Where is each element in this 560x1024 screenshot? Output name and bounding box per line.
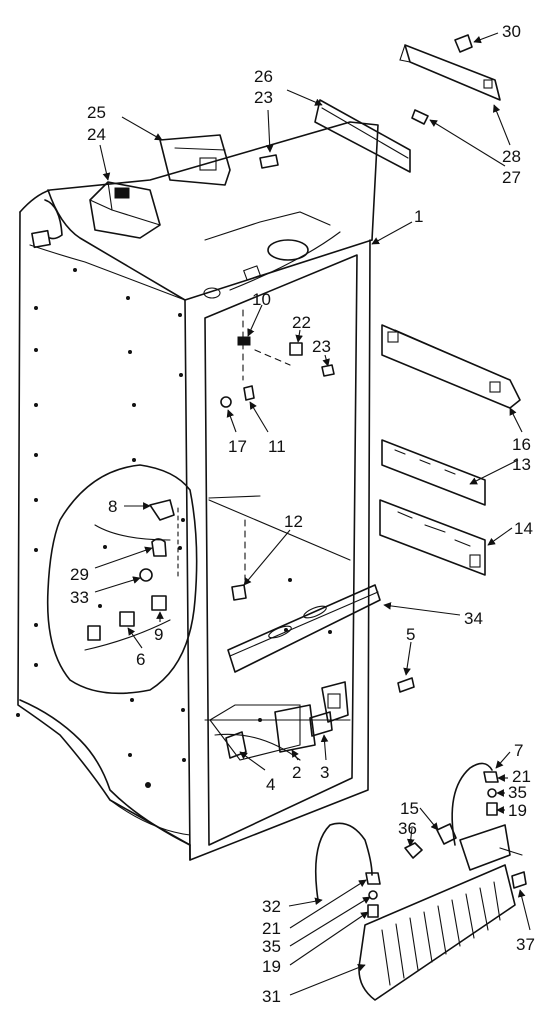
- part-37-screw: [511, 871, 527, 889]
- part-21b-nut: [365, 872, 381, 885]
- callout-31: 31: [262, 987, 281, 1006]
- control-detail-area: [46, 464, 198, 695]
- part-28-bracket: [399, 44, 501, 101]
- part-14-bracket: [379, 499, 486, 576]
- part-19b-fitting: [367, 904, 379, 918]
- callout-21: 21: [262, 919, 281, 938]
- part-35b-washer: [368, 890, 378, 900]
- callout-15: 15: [400, 799, 419, 818]
- callout-12: 12: [284, 512, 303, 531]
- callout-36: 36: [398, 819, 417, 838]
- part-34-channel: [227, 584, 381, 673]
- callout-3: 3: [320, 763, 329, 782]
- callout-24: 24: [87, 125, 106, 144]
- part-15-valve: [436, 823, 457, 845]
- part-30-clip: [454, 34, 473, 53]
- callout-19: 19: [508, 801, 527, 820]
- callout-13: 13: [512, 455, 531, 474]
- part-24-housing: [89, 181, 161, 239]
- callout-4: 4: [266, 775, 275, 794]
- callout-7: 7: [514, 741, 523, 760]
- callout-37: 37: [516, 935, 535, 954]
- callout-6: 6: [136, 650, 145, 669]
- callout-numbers: 30 26 23 25 24 28 27 1 10 22 23 17 11 16…: [70, 22, 535, 1006]
- part-32-tube: [314, 822, 373, 901]
- callout-23: 23: [254, 88, 273, 107]
- callout-34: 34: [464, 609, 483, 628]
- part-26-rail: [314, 99, 411, 173]
- leader-lines: [94, 32, 531, 996]
- callout-17: 17: [228, 437, 247, 456]
- callout-9: 9: [154, 625, 163, 644]
- part-10-clip: [237, 336, 251, 346]
- part-25-cover: [159, 134, 231, 186]
- part-16-shelf: [381, 324, 521, 409]
- part-3-bracket: [309, 681, 349, 737]
- part-19a-fitting: [486, 802, 498, 816]
- part-23b-screw: [321, 364, 335, 377]
- callout-35: 35: [262, 937, 281, 956]
- part-23-screw: [259, 154, 279, 169]
- callout-19: 19: [262, 957, 281, 976]
- part-22-clip: [289, 342, 303, 356]
- callout-2: 2: [292, 763, 301, 782]
- callout-35: 35: [508, 783, 527, 802]
- callout-5: 5: [406, 625, 415, 644]
- callout-30: 30: [502, 22, 521, 41]
- callout-16: 16: [512, 435, 531, 454]
- callout-14: 14: [514, 519, 533, 538]
- part-5-screw: [397, 677, 415, 693]
- part-17-screw: [220, 396, 232, 408]
- callout-22: 22: [292, 313, 311, 332]
- callout-23: 23: [312, 337, 331, 356]
- part-13-bracket: [381, 439, 486, 506]
- part-12-clip: [231, 584, 247, 601]
- callout-1: 1: [414, 207, 423, 226]
- cabinet-liner: [16, 121, 379, 861]
- callout-33: 33: [70, 588, 89, 607]
- callout-27: 27: [502, 168, 521, 187]
- callout-21: 21: [512, 767, 531, 786]
- callout-28: 28: [502, 147, 521, 166]
- part-11-screw: [243, 385, 255, 401]
- callout-32: 32: [262, 897, 281, 916]
- callout-11: 11: [268, 437, 286, 456]
- part-35a-washer: [487, 788, 497, 798]
- part-36-nut: [404, 842, 423, 859]
- callout-25: 25: [87, 103, 106, 122]
- callout-8: 8: [108, 497, 117, 516]
- part-7-tube: [451, 762, 493, 846]
- part-2-bracket: [274, 704, 316, 753]
- liner-mounting-holes: [16, 268, 332, 788]
- callout-29: 29: [70, 565, 89, 584]
- part-27-screw: [411, 109, 429, 125]
- part-31-tray: [358, 824, 523, 1001]
- part-21a-nut: [483, 771, 499, 783]
- callout-10: 10: [252, 290, 271, 309]
- callout-26: 26: [254, 67, 273, 86]
